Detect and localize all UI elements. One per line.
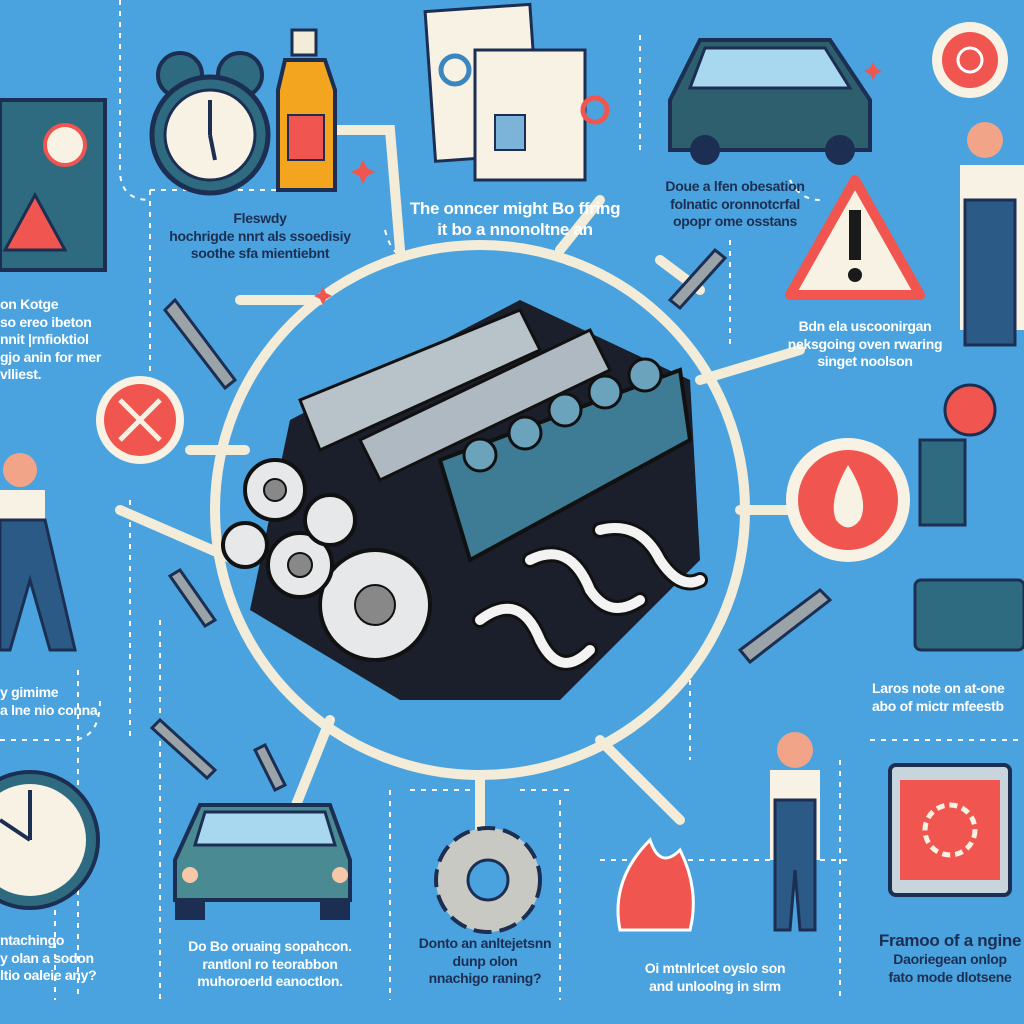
caption-line: a lne nio conna <box>0 701 98 718</box>
caption-line: The onncer might Bo ffring <box>409 199 621 218</box>
car-icon <box>173 803 352 920</box>
caption-line: neksgoing oven rwaring <box>787 335 943 352</box>
left-top-caption: on Kotge so ereo ibeton nnit |rnfioktiol… <box>0 296 115 384</box>
caption-line: rantlonl ro teorabbon <box>202 955 338 972</box>
wrench-icon <box>149 717 218 781</box>
engine-icon <box>221 300 708 700</box>
caption-line: hochrigde nnrt als ssoedisiy <box>169 227 351 244</box>
caption-line: and unloolng in slrm <box>649 977 781 994</box>
wall-clock-icon <box>0 770 100 910</box>
documents-caption: The onncer might Bo ffring it bo a nnono… <box>405 198 625 241</box>
caption-line: dunp olon <box>452 952 518 969</box>
van-icon <box>668 38 872 165</box>
van-caption: Doue a lfen obesation folnatic oronnotcr… <box>650 178 820 231</box>
caption-line: Fleswdy <box>233 210 287 226</box>
wrench-icon <box>252 742 288 793</box>
alarm-clock-icon <box>149 51 271 196</box>
wrench-icon <box>737 588 833 665</box>
car-caption: Do Bo oruaing sopahcon. rantlonl ro teor… <box>165 938 375 991</box>
machine-icon <box>913 383 1024 652</box>
wrench-icon <box>167 567 218 629</box>
caption-line: Laros note on at-one <box>872 680 1005 696</box>
clock-caption: Fleswdy hochrigde nnrt als ssoedisiy soo… <box>150 210 370 263</box>
fire-icon <box>616 837 695 932</box>
caption-line: ltio oaleie any? <box>0 967 97 983</box>
right-mid-caption: Laros note on at-one abo of mictr mfeest… <box>872 680 1024 715</box>
caption-line: Daoriegean onlop <box>893 951 1007 968</box>
caption-line: soothe sfa mientiebnt <box>190 245 330 261</box>
caption-line: ntachingo <box>0 932 65 948</box>
fire-caption: Oi mtnlrlcet oyslo son and unloolng in s… <box>615 960 815 995</box>
alert-badge-icon <box>932 22 1008 98</box>
caption-line: Do Bo oruaing sopahcon. <box>188 938 352 954</box>
left-mid-caption: y gimime a lne nio conna <box>0 684 118 719</box>
control-panel-icon <box>888 763 1012 897</box>
caption-line: y gimime <box>0 684 59 700</box>
caption-line: y olan a sodon <box>0 949 94 966</box>
caption-line: it bo a nnonoltne an <box>437 220 593 240</box>
oil-bottle-icon <box>276 28 337 192</box>
wrench-icon <box>667 247 728 311</box>
gear-caption: Donto an anltejetsnn dunp olon nnachigo … <box>400 935 570 988</box>
caption-heading: Framoo of a ngine <box>878 931 1022 950</box>
caption-line: singet noolson <box>817 353 913 369</box>
warning-caption: Bdn ela uscoonirgan neksgoing oven rwari… <box>770 318 960 371</box>
caption-line: on Kotge <box>0 296 59 312</box>
central-hub-ring <box>115 125 805 855</box>
caption-line: fato mode dlotsene <box>888 968 1012 985</box>
caption-line: nnachigo raning? <box>428 970 542 986</box>
caption-line: gjo anin for mer <box>0 348 101 365</box>
caption-line: nnit |rnfioktiol <box>0 331 89 347</box>
caption-line: vlliest. <box>0 366 42 382</box>
wrench-icon <box>163 297 238 391</box>
caption-line: Oi mtnlrlcet oyslo son <box>644 960 786 976</box>
mechanic-figure-icon <box>770 732 820 932</box>
documents-icon <box>423 2 610 182</box>
engine-warning-icon <box>0 98 107 272</box>
caption-line: Donto an anltejetsnn <box>418 935 552 951</box>
caption-line: Doue a lfen obesation <box>665 178 805 194</box>
warning-triangle-icon <box>785 175 925 300</box>
flame-badge-icon <box>786 438 910 562</box>
gear-icon <box>434 826 542 934</box>
caption-line: Bdn ela uscoonirgan <box>798 318 932 334</box>
wrench-badge-icon <box>96 376 184 464</box>
mechanic-figure-icon <box>960 122 1024 347</box>
caption-line: muhoroerld eanoctlon. <box>197 973 343 989</box>
bottom-clock-caption: ntachingo y olan a sodon ltio oaleie any… <box>0 932 110 985</box>
panel-caption: Framoo of a ngine Daoriegean onlop fato … <box>870 930 1024 986</box>
caption-line: folnatic oronnotcrfal <box>670 195 800 212</box>
mechanic-figure-icon <box>0 453 77 652</box>
caption-line: opopr ome osstans <box>672 213 798 229</box>
caption-line: abo of mictr mfeestb <box>872 697 1004 714</box>
caption-line: so ereo ibeton <box>0 313 92 330</box>
sparkle-icons <box>314 62 882 305</box>
